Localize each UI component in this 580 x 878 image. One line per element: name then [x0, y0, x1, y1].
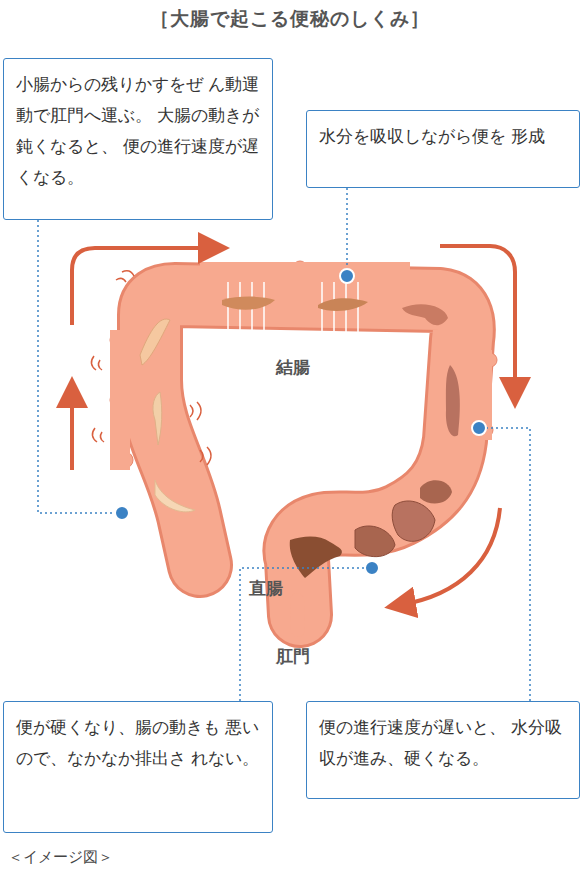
callout-text: 小腸からの残りかすをぜ ん動運動で肛門へ運ぶ。 大腸の動きが鈍くなると、 便の進… — [16, 69, 260, 193]
callout-box: 水分を吸収しながら便を 形成 — [306, 110, 580, 188]
callout-box: 便が硬くなり、腸の動きも 悪いので、なかなか排出さ れない。 — [3, 701, 273, 833]
part-label: 直腸 — [249, 577, 283, 600]
part-label: 結腸 — [276, 356, 310, 379]
callout-text: 水分を吸収しながら便を 形成 — [319, 121, 567, 152]
part-label: 肛門 — [276, 645, 310, 668]
callout-text: 便が硬くなり、腸の動きも 悪いので、なかなか排出さ れない。 — [16, 712, 260, 774]
callout-text: 便の進行速度が遅いと、 水分吸収が進み、硬くなる。 — [319, 712, 567, 774]
diagram-caption: ＜イメージ図＞ — [8, 848, 113, 867]
diagram-title: ［大腸で起こる便秘のしくみ］ — [150, 6, 430, 32]
callout-box: 便の進行速度が遅いと、 水分吸収が進み、硬くなる。 — [306, 701, 580, 799]
callout-box: 小腸からの残りかすをぜ ん動運動で肛門へ運ぶ。 大腸の動きが鈍くなると、 便の進… — [3, 58, 273, 220]
